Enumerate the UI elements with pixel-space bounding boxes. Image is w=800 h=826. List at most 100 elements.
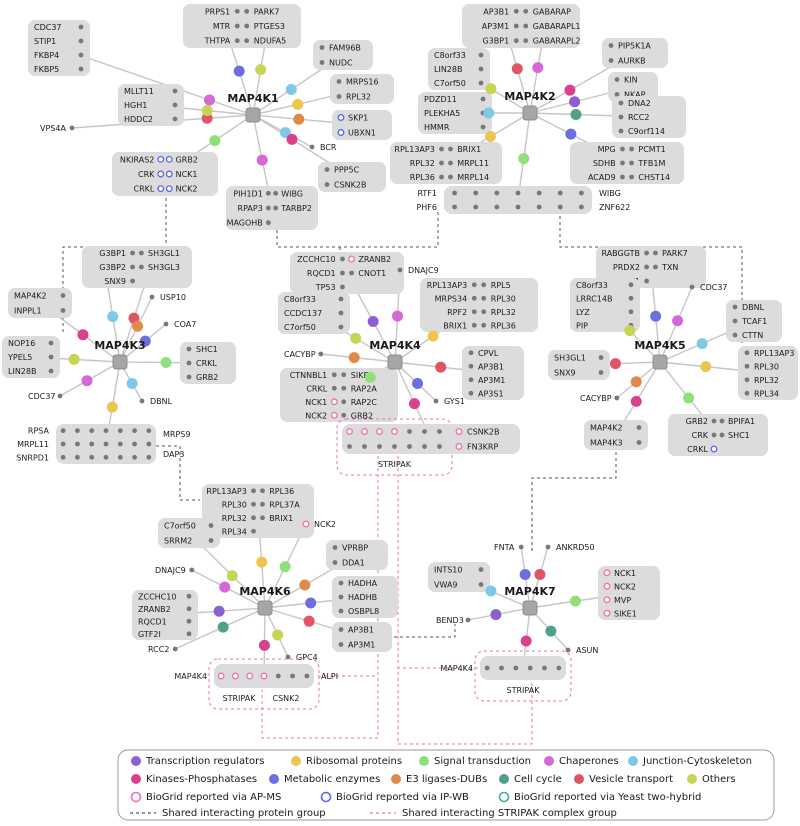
protein-label: RPL36 [269,487,294,496]
protein-dot [448,146,453,152]
protein-label: GPC4 [296,653,318,662]
protein-dot [636,425,642,430]
protein-group-box [330,74,394,104]
hub-node-map4k4 [387,354,403,370]
interactor-node-others [68,353,80,365]
protein-dot [48,354,54,360]
protein-dot [186,631,192,637]
protein-dot [260,501,265,507]
protein-label: ZRANB2 [138,605,171,614]
protein-dot [452,204,457,210]
protein-label: PHF6 [416,203,437,212]
protein-label: RCC2 [148,645,169,654]
hub-label: MAP4K2 [504,90,555,103]
protein-dot [331,385,337,391]
protein-dot [629,160,634,166]
shared-protein-connector [62,198,167,334]
protein-label: CRK [138,170,155,179]
protein-group-box [326,540,388,570]
legend-swatch [687,774,697,784]
protein-dot [598,370,604,375]
protein-label: BEND3 [436,616,464,625]
protein-label: VPRBP [342,544,368,553]
protein-label: C8orf33 [434,51,466,60]
interactor-node-metabolic [305,597,317,609]
protein-dot [614,395,620,401]
protein-label: GTF2I [138,630,161,639]
protein-label: G3BP2 [99,263,126,272]
protein-label: CSNK2B [334,181,366,190]
protein-label: SKP1 [348,114,368,123]
interactor-node-ribosomal [256,556,268,568]
protein-dot [57,393,63,399]
hub-label: MAP4K5 [634,339,685,352]
interactor-node-vesicle [609,358,621,370]
biogrid-marker [157,155,165,163]
protein-label: YPEL5 [7,353,32,362]
protein-dot [614,92,620,97]
protein-dot [48,340,54,346]
protein-dot [48,368,54,374]
protein-dot [719,418,725,424]
protein-dot [347,444,352,449]
protein-dot [189,567,195,573]
protein-label: CPVL [478,349,499,358]
protein-dot [557,190,563,196]
protein-label: BRIX1 [269,514,293,523]
protein-group-box [548,350,610,380]
legend-label: E3 ligases-DUBs [406,774,487,785]
protein-label: PRDX2 [613,263,640,272]
protein-label: NCK1 [614,569,636,578]
protein-dot [338,324,344,330]
protein-label: MAP4K4 [174,672,207,681]
hub-label: MAP4K3 [94,339,145,352]
protein-label: GRB2 [196,373,218,382]
protein-group-box [278,292,350,334]
network-map4k6: RPL13AP3RPL30RPL32RPL34RPL36RPL37ABRIX1C… [132,484,398,710]
protein-label: INTS10 [434,566,463,575]
interactor-node-signal [364,371,376,383]
protein-label: HADHA [348,579,378,588]
protein-dot [338,627,344,632]
protein-dot [527,665,533,671]
hub-label: MAP4K4 [369,339,421,352]
protein-group-box [332,576,398,618]
protein-label: RPF2 [447,308,467,317]
protein-label: CRKL [134,185,155,194]
protein-dot [437,444,442,449]
protein-label: RPL37A [269,500,300,509]
protein-label: NKIRAS2 [120,155,154,164]
biogrid-marker [376,428,383,435]
protein-dot [251,488,256,494]
biogrid-marker [157,170,165,178]
protein-dot [332,560,338,565]
protein-label: ASUN [576,646,598,655]
protein-dot [340,284,345,290]
protein-label: ZCCHC10 [297,255,335,264]
network-map4k2: AP3B1AP3M1G3BP1GABARAPGABARAPL1GABARAPL2… [390,4,686,214]
protein-dot [471,295,477,301]
protein-group-box [726,300,782,342]
protein-dot [172,116,178,122]
protein-group-box [570,142,684,184]
legend-label: Transcription regulators [145,756,265,767]
protein-label: NCK2 [314,520,336,529]
protein-dot [139,398,145,404]
protein-label: RPL5 [491,281,511,290]
protein-group-box [82,246,192,288]
interactor-node-transcription [569,96,581,108]
protein-label: PARK7 [662,249,688,258]
protein-dot [618,128,624,134]
protein-label: AURKB [618,57,646,66]
protein-label: NCK1 [176,170,198,179]
protein-dot [186,374,192,380]
interactor-node-chaperones [391,310,403,322]
protein-dot [341,385,347,391]
protein-label: MRPL14 [457,173,489,182]
protein-dot [439,174,444,180]
protein-label: DDA1 [342,559,365,568]
interactor-node-vesicle [534,568,546,580]
protein-label: LIN28B [8,367,36,376]
legend-label: Chaperones [559,756,619,767]
